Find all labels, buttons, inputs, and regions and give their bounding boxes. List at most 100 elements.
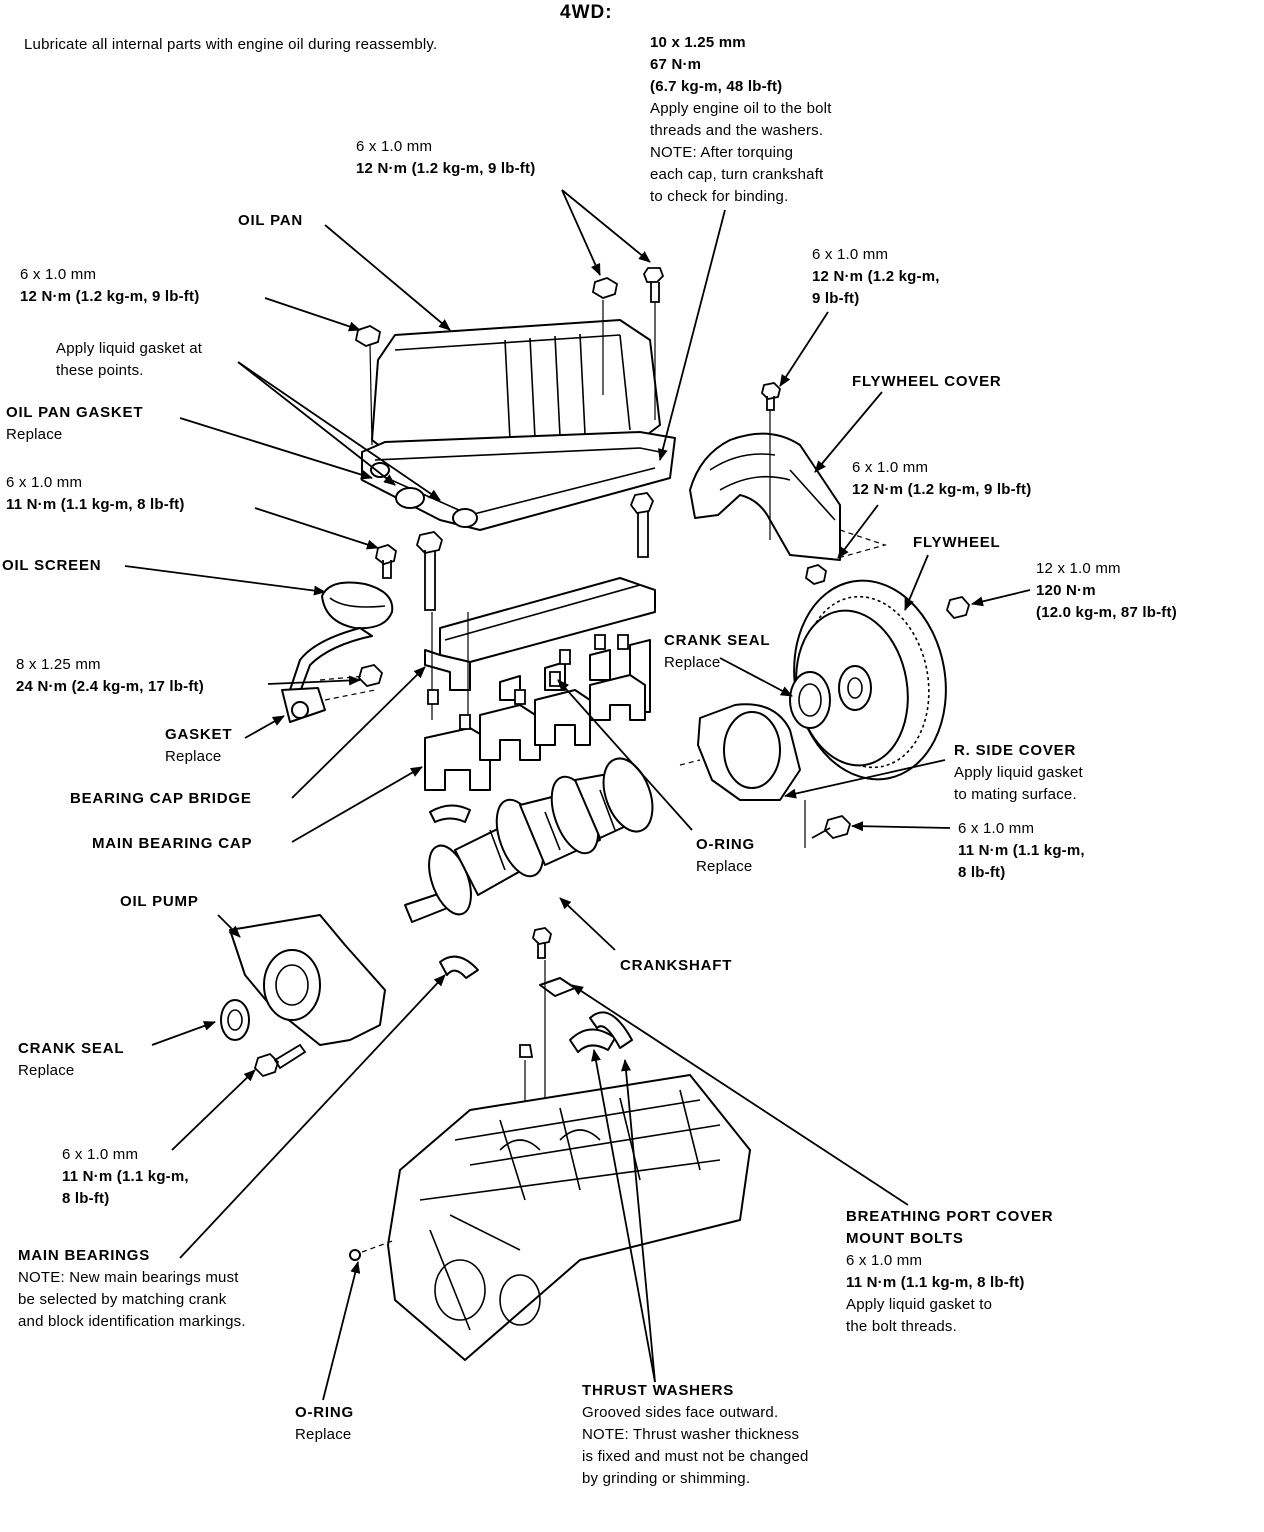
main-cap-bolt-note: to check for binding. (650, 188, 789, 205)
screen-bolt-torque: 11 N·m (1.1 kg-m, 8 lb-ft) (6, 496, 185, 513)
liquid-gasket-line: these points. (56, 362, 144, 379)
flywheel-bolt-torque: 120 N·m (1036, 582, 1096, 599)
pump-bolt-spec: 6 x 1.0 mm (62, 1146, 139, 1163)
thrust-washers-note: Grooved sides face outward. (582, 1404, 779, 1421)
main-cap-bolt-spec: 10 x 1.25 mm (650, 34, 746, 51)
label-o-ring-mid: O-RING Replace (696, 834, 755, 878)
main-bearings-name: MAIN BEARINGS (18, 1247, 151, 1264)
main-cap-bolt-torque: 67 N·m (650, 56, 702, 73)
flywheel-bolt-spec: 12 x 1.0 mm (1036, 560, 1121, 577)
label-flywheel: FLYWHEEL (913, 534, 1001, 551)
label-oil-pump: OIL PUMP (120, 893, 199, 910)
lubrication-note: Lubricate all internal parts with engine… (24, 36, 438, 53)
oil-pan-bolts (354, 267, 665, 558)
breathing-port-name: MOUNT BOLTS (846, 1230, 964, 1247)
o-ring-mid-name: O-RING (696, 836, 755, 853)
thrust-washers-note: is fixed and must not be changed (582, 1448, 809, 1465)
label-fw-cover-bolt-top: 6 x 1.0 mm 12 N·m (1.2 kg-m, 9 lb-ft) (812, 244, 940, 310)
main-cap-bolt-torque-alt: (6.7 kg-m, 48 lb-ft) (650, 78, 783, 95)
label-cover-bolt: 6 x 1.0 mm 11 N·m (1.1 kg-m, 8 lb-ft) (958, 818, 1085, 884)
label-r-side-cover: R. SIDE COVER Apply liquid gasket to mat… (954, 740, 1083, 806)
crankshaft-drawing (404, 757, 654, 923)
main-bearings-note: be selected by matching crank (18, 1291, 227, 1308)
breathing-port-note: the bolt threads. (846, 1318, 957, 1335)
oil-screen-drawing (281, 544, 397, 723)
right-side-cover-drawing (679, 671, 852, 848)
r-side-cover-note: Apply liquid gasket (954, 764, 1083, 781)
page-title: 4WD: (560, 2, 613, 23)
label-pan-bolt-top: 6 x 1.0 mm 12 N·m (1.2 kg-m, 9 lb-ft) (356, 136, 535, 180)
label-bearing-cap-bridge: BEARING CAP BRIDGE (70, 790, 252, 807)
main-bearings-note: NOTE: New main bearings must (18, 1269, 239, 1286)
main-cap-bolt-note: NOTE: After torquing (650, 144, 794, 161)
label-crank-seal-left: CRANK SEAL Replace (18, 1038, 124, 1082)
label-flywheel-cover: FLYWHEEL COVER (852, 373, 1002, 390)
main-cap-bolt-note: each cap, turn crankshaft (650, 166, 824, 183)
label-oil-screen: OIL SCREEN (2, 557, 102, 574)
oil-pump-drawing (220, 914, 386, 1078)
main-bearing-caps-drawing (424, 634, 646, 823)
label-screen-bolt: 6 x 1.0 mm 11 N·m (1.1 kg-m, 8 lb-ft) (6, 472, 185, 516)
liquid-gasket-line: Apply liquid gasket at (56, 340, 203, 357)
label-main-bearing-cap: MAIN BEARING CAP (92, 835, 253, 852)
main-cap-bolt-note: Apply engine oil to the bolt (650, 100, 832, 117)
label-o-ring-bottom: O-RING Replace (295, 1402, 354, 1446)
fw-cover-bolt-top-torque-alt: 9 lb-ft) (812, 290, 860, 307)
flywheel-cover-drawing (689, 382, 888, 585)
crank-seal-right-name: CRANK SEAL (664, 632, 771, 649)
label-crank-seal-right: CRANK SEAL Replace (664, 630, 770, 674)
r-side-cover-name: R. SIDE COVER (954, 742, 1077, 759)
pan-bolt-top-torque: 12 N·m (1.2 kg-m, 9 lb-ft) (356, 160, 536, 177)
o-ring-bottom-note: Replace (295, 1426, 352, 1443)
fw-cover-bolt-low-torque: 12 N·m (1.2 kg-m, 9 lb-ft) (852, 481, 1032, 498)
gasket-name: GASKET (165, 726, 233, 743)
flywheel-drawing (793, 579, 971, 781)
crank-seal-left-name: CRANK SEAL (18, 1040, 125, 1057)
leader-lines (124, 189, 1031, 1401)
pump-bolt-torque: 11 N·m (1.1 kg-m, (62, 1168, 189, 1185)
pump-bolt-torque-alt: 8 lb-ft) (62, 1190, 110, 1207)
cover-bolt-torque: 11 N·m (1.1 kg-m, (958, 842, 1085, 859)
breathing-port-spec: 6 x 1.0 mm (846, 1252, 923, 1269)
label-screen-nut: 8 x 1.25 mm 24 N·m (2.4 kg-m, 17 lb-ft) (16, 654, 204, 698)
screen-nut-torque: 24 N·m (2.4 kg-m, 17 lb-ft) (16, 678, 204, 695)
fw-cover-bolt-top-spec: 6 x 1.0 mm (812, 246, 889, 263)
cover-bolt-spec: 6 x 1.0 mm (958, 820, 1035, 837)
breathing-port-note: Apply liquid gasket to (846, 1296, 993, 1313)
pan-bolt-left-spec: 6 x 1.0 mm (20, 266, 97, 283)
label-pan-bolt-left: 6 x 1.0 mm 12 N·m (1.2 kg-m, 9 lb-ft) (20, 264, 199, 308)
breathing-port-torque: 11 N·m (1.1 kg-m, 8 lb-ft) (846, 1274, 1025, 1291)
r-side-cover-note: to mating surface. (954, 786, 1077, 803)
crank-seal-left-note: Replace (18, 1062, 75, 1079)
label-breathing-port: BREATHING PORT COVER MOUNT BOLTS 6 x 1.0… (846, 1206, 1053, 1338)
label-main-bearings: MAIN BEARINGS NOTE: New main bearings mu… (18, 1245, 246, 1333)
screen-bolt-spec: 6 x 1.0 mm (6, 474, 83, 491)
label-oil-pan: OIL PAN (238, 212, 304, 229)
label-crankshaft: CRANKSHAFT (620, 957, 733, 974)
fw-cover-bolt-low-spec: 6 x 1.0 mm (852, 459, 929, 476)
engine-block-drawing (349, 1074, 751, 1361)
oil-pan-drawing (361, 319, 676, 531)
crank-seal-right-note: Replace (664, 654, 721, 671)
label-liquid-gasket: Apply liquid gasket at these points. (56, 338, 202, 382)
bearings-and-washers-drawing (439, 927, 633, 1160)
o-ring-bottom-name: O-RING (295, 1404, 354, 1421)
label-gasket: GASKET Replace (165, 724, 232, 768)
label-thrust-washers: THRUST WASHERS Grooved sides face outwar… (582, 1380, 809, 1490)
thrust-washers-name: THRUST WASHERS (582, 1382, 735, 1399)
main-bearings-note: and block identification markings. (18, 1313, 246, 1330)
screen-nut-spec: 8 x 1.25 mm (16, 656, 101, 673)
gasket-note: Replace (165, 748, 222, 765)
label-pump-bolt: 6 x 1.0 mm 11 N·m (1.1 kg-m, 8 lb-ft) (62, 1144, 189, 1210)
main-cap-bolt-note: threads and the washers. (650, 122, 824, 139)
breathing-port-name: BREATHING PORT COVER (846, 1208, 1054, 1225)
pan-bolt-top-spec: 6 x 1.0 mm (356, 138, 433, 155)
o-ring-mid-note: Replace (696, 858, 753, 875)
flywheel-bolt-torque-alt: (12.0 kg-m, 87 lb-ft) (1036, 604, 1177, 621)
oil-pan-gasket-name: OIL PAN GASKET (6, 404, 144, 421)
thrust-washers-note: by grinding or shimming. (582, 1470, 751, 1487)
label-main-cap-bolt: 10 x 1.25 mm 67 N·m (6.7 kg-m, 48 lb-ft)… (650, 32, 832, 208)
thrust-washers-note: NOTE: Thrust washer thickness (582, 1426, 800, 1443)
